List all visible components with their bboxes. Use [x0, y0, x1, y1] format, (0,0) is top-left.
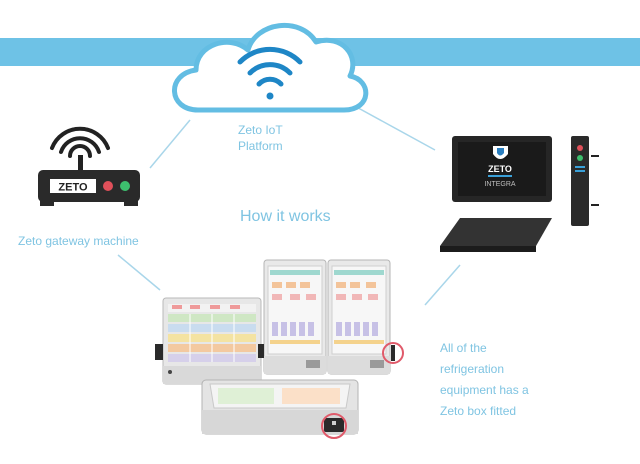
- multideck-case: [155, 297, 262, 385]
- router-icon: ZETO: [38, 126, 140, 206]
- router-brand-text: ZETO: [58, 182, 88, 194]
- chest-freezer: [201, 379, 359, 435]
- zeto-box-highlight: [321, 413, 347, 439]
- note-line: equipment has a: [440, 383, 529, 397]
- glass-door-fridge: [258, 259, 327, 375]
- zeto-box-highlight: [382, 342, 404, 364]
- page-title: How it works: [240, 208, 331, 225]
- cloud-label: Zeto IoT Platform: [238, 122, 283, 154]
- wifi-icon: [237, 46, 303, 100]
- gateway-caption: Zeto gateway machine: [18, 234, 139, 248]
- monitor-icon: ZETO INTEGRA: [440, 136, 599, 252]
- cloud-label-line2: Platform: [238, 139, 283, 153]
- note-line: Zeto box fitted: [440, 404, 517, 418]
- integra-brand-text: ZETO: [488, 164, 512, 174]
- note-line: All of the: [440, 341, 487, 355]
- cloud-icon: [172, 22, 369, 113]
- refrigeration-equipment: [155, 259, 404, 439]
- glass-door-fridge: [327, 259, 395, 375]
- note-line: refrigeration: [440, 362, 505, 376]
- zeto-box-note: All of the refrigeration equipment has a…: [440, 338, 529, 422]
- integra-sub-text: INTEGRA: [484, 181, 515, 188]
- cloud-label-line1: Zeto IoT: [238, 123, 283, 137]
